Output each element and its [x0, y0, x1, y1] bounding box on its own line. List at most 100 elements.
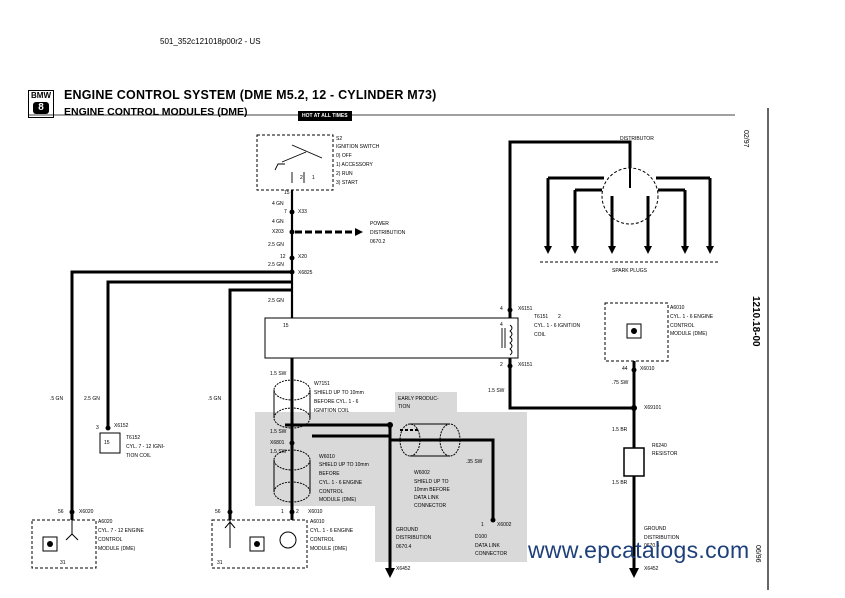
ignition-name: IGNITION SWITCH [336, 144, 380, 150]
conn-x6151-bottom: X6151 [518, 362, 533, 368]
datalink-ref: D100 [475, 534, 487, 540]
wire-coil-return [508, 358, 634, 410]
ground1-line2: DISTRIBUTION [396, 535, 432, 541]
datalink-line2: CONNECTOR [475, 551, 508, 557]
shield2-line4: CONTROL [319, 489, 344, 495]
a6010-top-line1: CYL. 1 - 6 ENGINE [670, 314, 714, 320]
coil1-line2: COIL [534, 332, 546, 338]
resistor-symbol [623, 447, 645, 477]
wire-label-right3: 1.5 BR [612, 480, 628, 486]
a6010-top-line2: CONTROL [670, 323, 695, 329]
conn-x6801: X6801 [270, 440, 285, 446]
ignition-pos-0: 0) OFF [336, 153, 352, 159]
bmw-logo: BMW 8 [28, 90, 54, 118]
pin-4-top: 4 [500, 306, 503, 312]
conn-x6151-top: X6151 [518, 306, 533, 312]
shield3-line1: SHIELD UP TO [414, 479, 449, 485]
shield1-line2: BEFORE CYL. 1 - 6 [314, 399, 359, 405]
connector-dots [69, 209, 637, 515]
logo-series: 8 [33, 102, 49, 114]
wire-to-coil2 [106, 280, 292, 428]
a6010-bot-ref: A6010 [310, 519, 325, 525]
ignition-pos-2: 2) RUN [336, 171, 353, 177]
ignition-pin-1: 1 [312, 175, 315, 181]
ignition-pos-1: 1) ACCESSORY [336, 162, 373, 168]
shield1-line1: SHIELD UP TO 10mm [314, 390, 364, 396]
shield2-line2: BEFORE [319, 471, 340, 477]
early-line2: TION [398, 404, 410, 410]
pin-3: 3 [96, 425, 99, 431]
shield2-line5: MODULE (DME) [319, 497, 357, 503]
pin-2-bottom: 2 [500, 362, 503, 368]
a6010-bot-line1: CYL. 1 - 6 ENGINE [310, 528, 354, 534]
a6010-bottom-box [211, 519, 308, 569]
conn-x6152: X6152 [114, 423, 129, 429]
a6010-bot-line2: CONTROL [310, 537, 335, 543]
hot-at-all-times-badge: HOT AT ALL TIMES [298, 111, 352, 121]
wire-label-w1: 4 GN [272, 201, 284, 207]
page-code-bottom: 06/96 [754, 545, 761, 563]
conn-x6002: X6002 [497, 522, 512, 528]
shield3-ref: W6002 [414, 470, 430, 476]
a6010-bot-line3: MODULE (DME) [310, 546, 348, 552]
ignition-pin-15: 15 [284, 190, 290, 196]
pin-31-a6010: 31 [217, 560, 223, 566]
ignition-switch-symbol [274, 144, 323, 205]
ignition-coil-block [264, 317, 519, 359]
conn-x69101: X69101 [644, 405, 662, 411]
resistor-name: RESISTOR [652, 451, 678, 457]
coil1-line1: CYL. 1 - 6 IGNITION [534, 323, 581, 329]
ground2-line2: DISTRIBUTION [644, 535, 680, 541]
wire-label-w2: 4 GN [272, 219, 284, 225]
wire-label-left3: .5 GN [208, 396, 222, 402]
logo-brand: BMW [31, 91, 51, 100]
wire-label-left2: 2.5 GN [84, 396, 100, 402]
wire-to-a6010-bottom [228, 288, 292, 520]
shield3-line4: CONNECTOR [414, 503, 447, 509]
pin-1-a6010: 1 [281, 509, 284, 515]
a6010-top-ref: A6010 [670, 305, 685, 311]
document-id: 501_352c121018p00r2 - US [160, 37, 261, 46]
page-subtitle: ENGINE CONTROL MODULES (DME) [64, 106, 248, 118]
page-title: ENGINE CONTROL SYSTEM (DME M5.2, 12 - CY… [64, 88, 437, 102]
coil2-ref: T6152 [126, 435, 141, 441]
pin-56-a6020: 56 [58, 509, 64, 515]
conn-x203: X203 [272, 229, 284, 235]
pin-15-coil2: 15 [104, 440, 110, 446]
ground1-ref: 0670.4 [396, 544, 412, 550]
shaded-region-3 [375, 506, 527, 562]
a6010-top-box [604, 302, 669, 362]
a6010-top-chip [626, 323, 642, 339]
conn-x33: X33 [298, 209, 307, 215]
conn-x6010-bottom: X6010 [308, 509, 323, 515]
shield2-line1: SHIELD UP TO 10mm [319, 462, 369, 468]
power-dist-arrow [355, 228, 363, 236]
wire-to-distributor [508, 140, 632, 318]
shield2-line3: CYL. 1 - 6 ENGINE [319, 480, 363, 486]
coil1-ref: T6151 [534, 314, 549, 320]
conn-x6020: X6020 [79, 509, 94, 515]
a6020-line3: MODULE (DME) [98, 546, 136, 552]
wire-label-mid: .35 SW [466, 459, 483, 465]
pin-15-coil: 15 [283, 323, 289, 329]
ground2-line1: GROUND [644, 526, 667, 532]
power-dist-label2: DISTRIBUTION [370, 230, 406, 236]
shield3-line3: DATA LINK [414, 495, 439, 501]
conn-x6010-top: X6010 [640, 366, 655, 372]
pin-1-datalink: 1 [481, 522, 484, 528]
wire-label-w3: 2.5 GN [268, 242, 284, 248]
datalink-line1: DATA LINK [475, 543, 500, 549]
spark-plugs-label: SPARK PLUGS [612, 268, 647, 274]
pin-4-coil: 4 [500, 322, 503, 328]
distributor-label: DISTRIBUTOR [620, 136, 654, 142]
coil2-box [99, 432, 121, 454]
a6020-line1: CYL. 7 - 12 ENGINE [98, 528, 144, 534]
watermark-link[interactable]: www.epcatalogs.com [528, 537, 750, 563]
wire-label-w7: 1.5 SW [270, 429, 287, 435]
pin-12: 12 [280, 254, 286, 260]
pin-2-a6010: 2 [296, 509, 299, 515]
a6020-line2: CONTROL [98, 537, 123, 543]
date-code: 02/97 [742, 130, 749, 148]
spark-plug-arrows [544, 246, 714, 254]
